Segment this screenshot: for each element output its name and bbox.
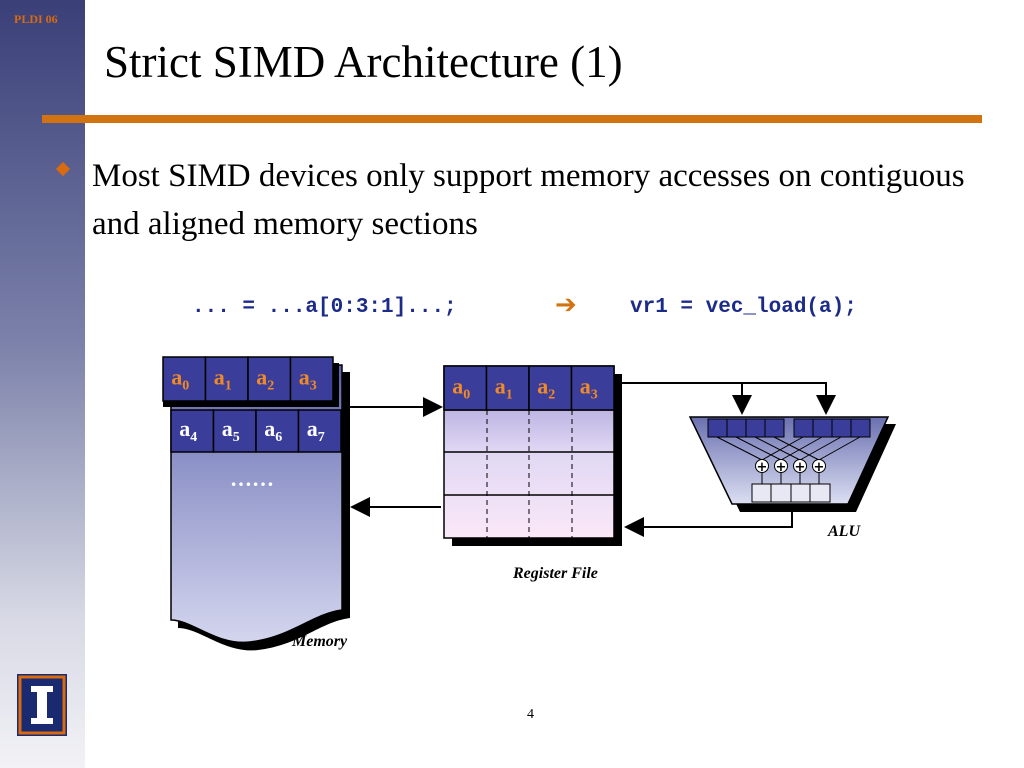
memory-ellipsis: …… xyxy=(230,466,274,491)
conference-tag: PLDI 06 xyxy=(14,12,58,26)
register-row-1-cell-text: a3 xyxy=(580,373,598,402)
memory-row-2: a4 a5 a6 a7 xyxy=(170,409,342,453)
adder-plus-icon: + xyxy=(814,460,825,475)
code-source-expression: ... = ...a[0:3:1]...; xyxy=(192,296,457,319)
memory-row-1-cell-text: a1 xyxy=(214,364,232,393)
memory-row-2-cell-text: a5 xyxy=(222,416,240,445)
memory-row-2-cell xyxy=(297,409,342,453)
memory-row-2-cell xyxy=(170,409,215,453)
memory-row-1-cell xyxy=(204,356,249,402)
register-row-1-cell-text: a0 xyxy=(452,373,470,402)
alu-adders: + + + + xyxy=(755,459,826,475)
memory-row-2-cell xyxy=(255,409,300,453)
page-number: 4 xyxy=(527,707,534,722)
memory-block xyxy=(170,364,350,651)
memory-row-1-cell xyxy=(247,356,292,402)
memory-row-2-cell-text: a7 xyxy=(307,416,325,445)
register-row-1-cell-text: a2 xyxy=(537,373,555,402)
memory-row-2-cell-text: a4 xyxy=(179,416,197,445)
alu-label: ALU xyxy=(827,523,861,540)
register-row-1-cell-text: a1 xyxy=(495,373,513,402)
register-file-label: Register File xyxy=(512,565,598,582)
university-logo xyxy=(17,674,67,736)
memory-row-1-cell-text: a3 xyxy=(299,364,317,393)
memory-row-1-cell-text: a2 xyxy=(256,364,274,393)
alu-unit xyxy=(688,416,896,512)
register-row-1-cell xyxy=(570,365,615,411)
register-row-1: a0 a1 a2 a3 xyxy=(443,365,615,411)
sidebar-band: PLDI 06 xyxy=(0,0,85,768)
register-to-alu-arrows xyxy=(614,382,836,415)
memory-label: Memory xyxy=(291,633,348,650)
code-vector-load: vr1 = vec_load(a); xyxy=(630,296,857,319)
right-arrow-icon: ➔ xyxy=(555,290,577,320)
adder-plus-icon: + xyxy=(757,460,768,475)
memory-row-2-cell-text: a6 xyxy=(264,416,282,445)
adder-circle xyxy=(755,459,769,473)
alu-to-register-arrow xyxy=(624,512,793,537)
adder-plus-icon: + xyxy=(795,460,806,475)
title-underline xyxy=(42,115,982,123)
memory-row-1-cell xyxy=(289,356,334,402)
adder-circle xyxy=(774,459,788,473)
memory-row-1: a0 a1 a2 a3 xyxy=(162,356,334,402)
adder-circle xyxy=(812,459,826,473)
slide-title: Strict SIMD Architecture (1) xyxy=(104,37,623,87)
memory-row-2-cell xyxy=(212,409,257,453)
adder-plus-icon: + xyxy=(776,460,787,475)
register-row-1-cell xyxy=(528,365,573,411)
adder-circle xyxy=(793,459,807,473)
bullet-text: Most SIMD devices only support memory ac… xyxy=(92,158,965,242)
memory-row-1-cell-text: a0 xyxy=(171,364,189,393)
